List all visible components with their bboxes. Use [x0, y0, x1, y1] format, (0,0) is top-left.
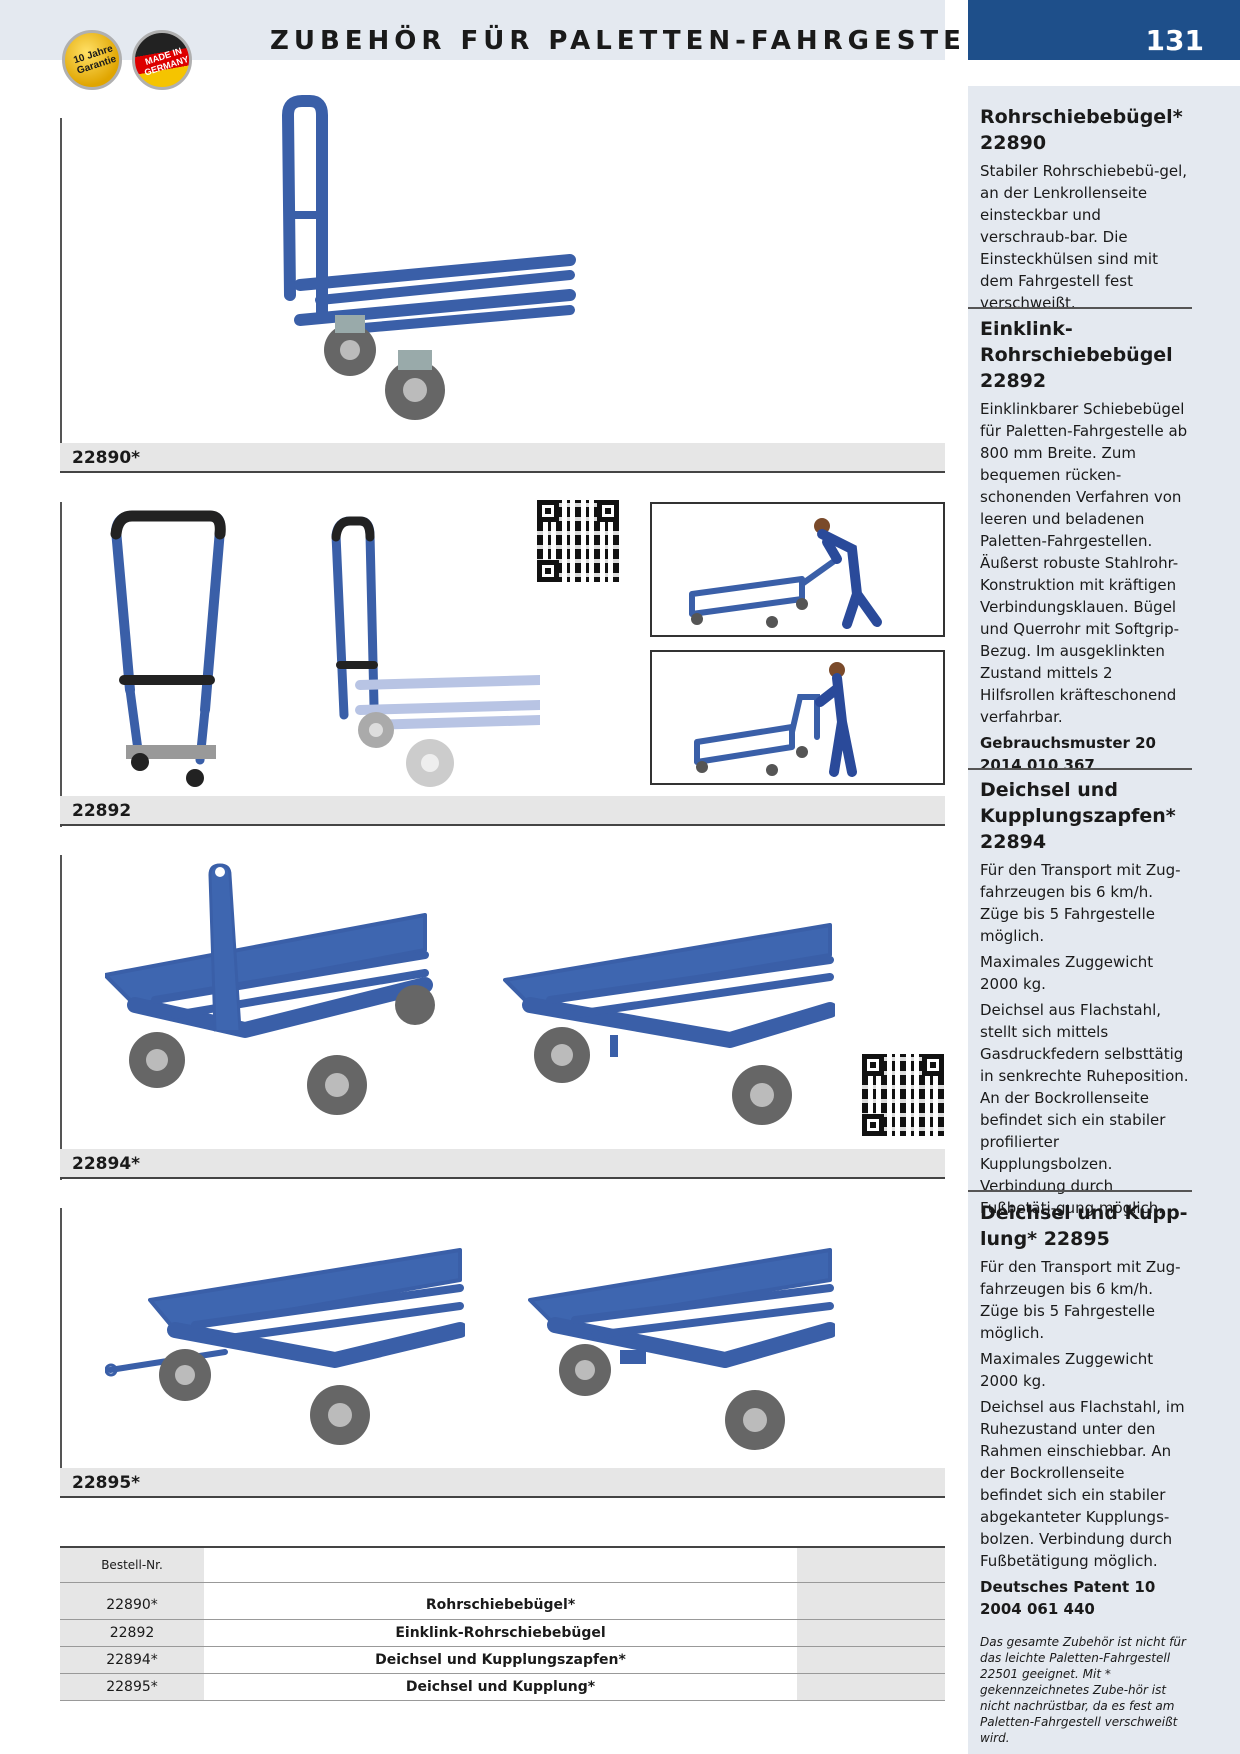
description-header	[204, 1546, 797, 1583]
usage-illustration-pulling	[694, 662, 857, 777]
caption-22892: 22892	[60, 796, 945, 826]
product-text: Für den Transport mit Zug-fahrzeugen bis…	[980, 1258, 1181, 1342]
order-description: Rohrschiebebügel*	[204, 1592, 797, 1620]
caption-22894: 22894*	[60, 1149, 945, 1179]
made-in-germany-badge: MADE IN GERMANY	[132, 30, 192, 90]
push-bar-22892-image	[110, 510, 226, 787]
frame-line	[60, 855, 62, 1180]
caption-label: 22894*	[72, 1154, 141, 1174]
guarantee-badge: 10 Jahre Garantie	[62, 30, 122, 90]
table-row: 22894* Deichsel und Kupplungszapfen*	[60, 1646, 945, 1674]
product-info-22890: Rohrschiebebügel* 22890 Stabiler Rohrsch…	[980, 104, 1190, 314]
order-number: 22890*	[60, 1592, 204, 1620]
order-number-header: Bestell-Nr.	[60, 1546, 204, 1583]
frame-line	[60, 118, 62, 473]
caption-label: 22892	[72, 801, 132, 821]
page-number: 131	[1145, 24, 1204, 57]
product-heading: Einklink-Rohrschiebebügel 22892	[980, 318, 1173, 392]
divider	[968, 768, 1192, 770]
product-text: Für den Transport mit Zug-fahrzeugen bis…	[980, 861, 1181, 945]
qr-code-22892	[537, 500, 619, 582]
order-description: Einklink-Rohrschiebebügel	[204, 1619, 797, 1647]
product-text: Maximales Zuggewicht 2000 kg.	[980, 1350, 1154, 1390]
drawbar-22894-image	[105, 863, 435, 1115]
product-text: Deichsel aus Flachstahl, stellt sich mit…	[980, 1001, 1189, 1217]
order-table: Bestell-Nr. 22890* Rohrschiebebügel* 228…	[60, 1546, 945, 1701]
caption-label: 22895*	[72, 1473, 141, 1493]
table-row: 22892 Einklink-Rohrschiebebügel	[60, 1619, 945, 1647]
product-text: Stabiler Rohrschiebebü-gel, an der Lenkr…	[980, 162, 1188, 312]
caption-22890: 22890*	[60, 443, 945, 473]
frame-line	[60, 502, 62, 827]
extra-header	[797, 1546, 945, 1583]
product-text: Einklinkbarer Schiebebügel für Paletten-…	[980, 400, 1188, 726]
usage-illustration-pushing	[689, 518, 882, 629]
order-number: 22894*	[60, 1646, 204, 1674]
footnote: Das gesamte Zubehör ist nicht für das le…	[980, 1635, 1186, 1745]
side-column	[968, 86, 1240, 1754]
page-number-box: 131	[968, 0, 1240, 60]
usage-photo-pushing	[650, 502, 945, 637]
table-row: 22890* Rohrschiebebügel*	[60, 1592, 945, 1620]
caption-22895: 22895*	[60, 1468, 945, 1498]
order-number: 22892	[60, 1619, 204, 1647]
product-text: Maximales Zuggewicht 2000 kg.	[980, 953, 1154, 993]
push-bar-22890-image	[282, 95, 576, 420]
coupling-pin-22894-image	[503, 923, 835, 1125]
drawbar-coupling-22895-image	[105, 1248, 465, 1445]
push-bar-22892-attached-image	[331, 516, 540, 787]
caption-label: 22890*	[72, 448, 141, 468]
order-number: 22895*	[60, 1673, 204, 1701]
usage-photo-pulling	[650, 650, 945, 785]
made-in-germany-text: MADE IN GERMANY	[143, 45, 190, 78]
page-title: ZUBEHÖR FÜR PALETTEN-FAHRGESTELLE	[270, 26, 1032, 56]
order-description: Deichsel und Kupplung*	[204, 1673, 797, 1701]
product-heading: Rohrschiebebügel* 22890	[980, 106, 1183, 154]
patent-note: Deutsches Patent 10 2004 061 440	[980, 1578, 1156, 1618]
frame-line	[60, 1208, 62, 1498]
divider	[968, 1190, 1192, 1192]
table-row: 22895* Deichsel und Kupplung*	[60, 1673, 945, 1701]
qr-code-22894	[862, 1054, 944, 1136]
product-heading: Deichsel und Kupp-lung* 22895	[980, 1202, 1188, 1250]
product-info-22894: Deichsel und Kupplungszapfen* 22894 Für …	[980, 777, 1190, 1219]
product-info-22895: Deichsel und Kupp-lung* 22895 Für den Tr…	[980, 1200, 1190, 1620]
order-description: Deichsel und Kupplungszapfen*	[204, 1646, 797, 1674]
divider	[968, 307, 1192, 309]
coupling-22895-image	[528, 1248, 835, 1450]
product-heading: Deichsel und Kupplungszapfen* 22894	[980, 779, 1176, 853]
product-text: Deichsel aus Flachstahl, im Ruhezustand …	[980, 1398, 1185, 1570]
guarantee-badge-text: 10 Jahre Garantie	[72, 43, 118, 77]
product-info-22892: Einklink-Rohrschiebebügel 22892 Einklink…	[980, 316, 1190, 776]
